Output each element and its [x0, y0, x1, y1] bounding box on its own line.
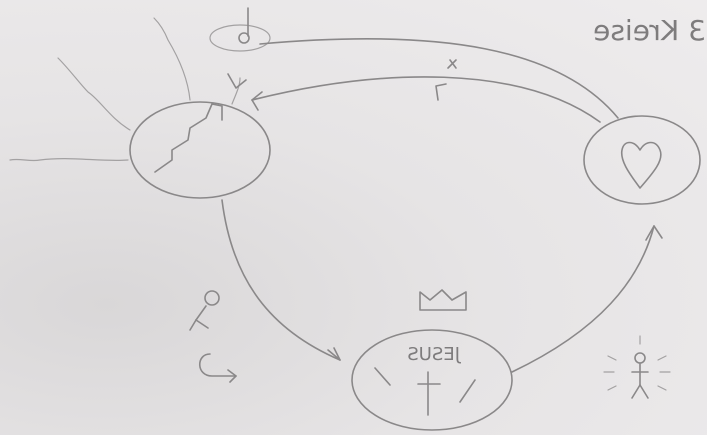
- arc-right-to-left-inner: [252, 77, 600, 122]
- stick-figure-icon: [205, 291, 219, 305]
- spirit-swirl-icon: [210, 25, 270, 51]
- spirit-dot: [239, 33, 249, 43]
- crown-icon: [420, 290, 466, 310]
- heart-icon: [622, 143, 661, 189]
- ray-upper-left: [58, 58, 130, 130]
- title-label: 3 Kreise: [593, 14, 706, 47]
- left-circle: [130, 102, 270, 198]
- arc-bottom-to-right: [512, 226, 654, 372]
- ray-up: [154, 18, 190, 100]
- bottom-circle-label: JESUS: [407, 344, 461, 365]
- arc-right-to-left-top: [260, 39, 618, 118]
- title-text-group: 3 Kreise: [593, 14, 706, 47]
- bottom-text-group: JESUS: [407, 344, 461, 365]
- arc-left-to-bottom: [222, 200, 340, 360]
- lightning-zigzag-icon: [155, 104, 222, 172]
- glowing-person-icon: [604, 336, 670, 398]
- right-circle: [584, 116, 700, 204]
- ray-left: [10, 159, 128, 161]
